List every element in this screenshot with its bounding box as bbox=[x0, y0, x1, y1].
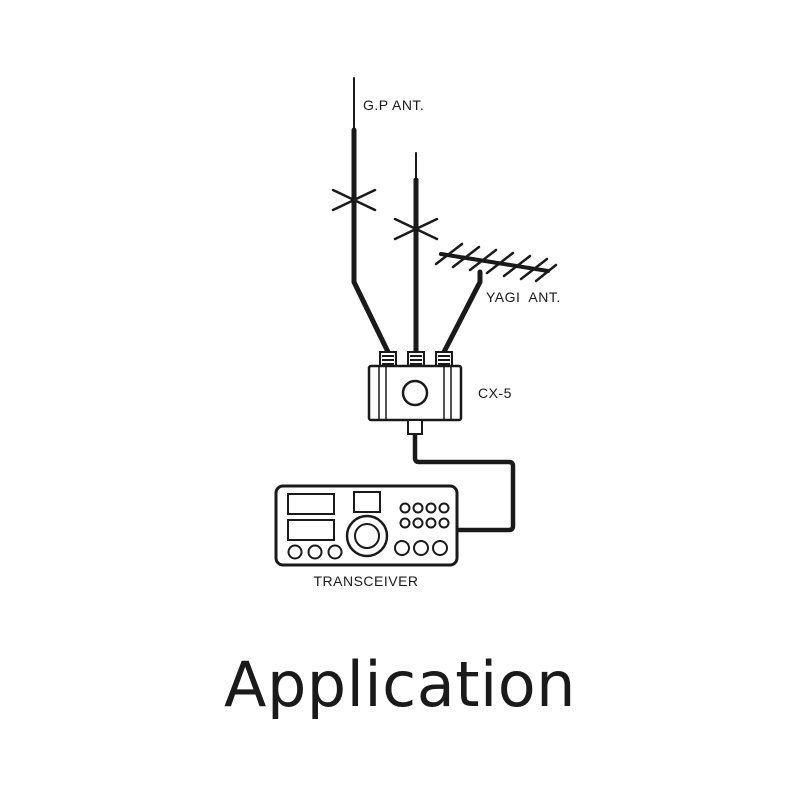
switch-connectors bbox=[379, 351, 453, 367]
label-cx5-switch: CX-5 bbox=[478, 385, 512, 401]
cx5-switch bbox=[367, 364, 463, 435]
switch-knob bbox=[401, 379, 429, 407]
transceiver-display-bottom bbox=[287, 519, 335, 541]
transceiver-meter bbox=[353, 491, 381, 513]
transceiver-display-top bbox=[287, 493, 335, 515]
label-yagi-antenna: YAGI ANT. bbox=[486, 289, 561, 305]
label-gp-antenna: G.P ANT. bbox=[363, 97, 424, 113]
middle-antenna bbox=[393, 152, 439, 355]
caption-title: Application bbox=[224, 648, 576, 721]
coax-cable bbox=[412, 434, 516, 533]
gp-antenna bbox=[331, 77, 391, 355]
yagi-antenna bbox=[434, 242, 558, 355]
transceiver bbox=[274, 484, 459, 567]
label-transceiver: TRANSCEIVER bbox=[313, 573, 418, 589]
tuning-dial-inner bbox=[354, 523, 380, 549]
